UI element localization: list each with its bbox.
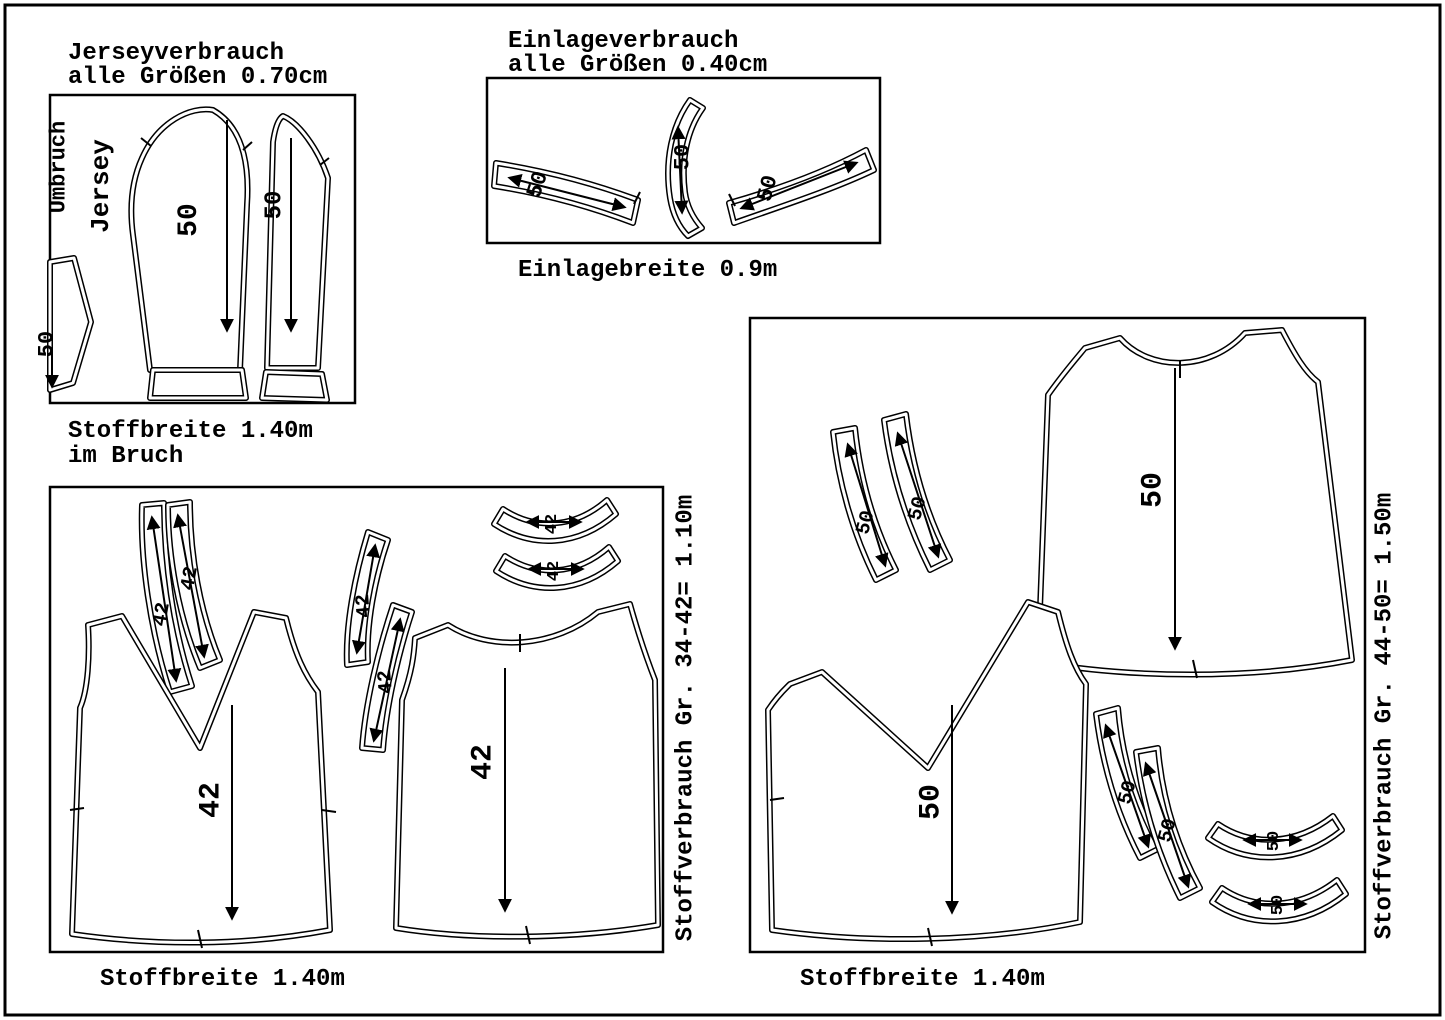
- jersey-footer-line2: im Bruch: [68, 443, 183, 470]
- size-label: 50: [1265, 831, 1284, 851]
- jersey-footer-line1: Stoffbreite 1.40m: [68, 418, 313, 445]
- grainline-arrow: [507, 173, 627, 212]
- cuff-piece: [147, 367, 249, 401]
- size-label: 42: [149, 601, 176, 629]
- size-label: 42: [352, 593, 377, 619]
- grainline-arrow: [369, 617, 405, 743]
- cuff-piece-inner-line: [148, 368, 248, 400]
- size42-side-label: Stoffverbrauch Gr. 34-42= 1.10m: [672, 495, 699, 941]
- notch-tick: [319, 157, 330, 166]
- notch-tick: [927, 927, 933, 947]
- cuff-piece: [259, 369, 330, 403]
- back-bodice-piece: [1035, 327, 1355, 678]
- front-bodice-piece: [765, 599, 1089, 943]
- size-label: 50: [261, 191, 288, 220]
- einlage-fabric-box: [485, 76, 882, 245]
- notch-tick: [69, 807, 85, 811]
- jersey-fabric-label: Jersey: [86, 139, 116, 233]
- jersey-title-line2: alle Größen 0.70cm: [68, 64, 327, 91]
- back-bodice-inner-line: [1036, 328, 1354, 676]
- size-label: 50: [35, 331, 60, 357]
- grainline-arrow: [671, 125, 689, 215]
- jersey-title-line1: Jerseyverbrauch: [68, 40, 284, 67]
- size50-side-label: Stoffverbrauch Gr. 44-50= 1.50m: [1371, 493, 1398, 939]
- notch-tick: [525, 925, 531, 945]
- size-label: 42: [543, 514, 562, 534]
- jersey-layout-group: Jerseyverbrauch alle Größen 0.70cm Umbru…: [35, 40, 357, 470]
- notch-tick: [140, 137, 152, 147]
- grainline-arrow: [351, 543, 381, 655]
- size-label: 42: [467, 744, 501, 780]
- notch-tick: [728, 193, 736, 207]
- back-bodice-piece: [393, 601, 661, 940]
- grainline-arrow: [146, 515, 182, 683]
- notch-tick: [633, 191, 641, 205]
- einlage-title-line1: Einlageverbrauch: [508, 28, 738, 55]
- front-bodice-inner-line: [70, 610, 332, 945]
- size-label: 42: [177, 565, 204, 593]
- grainline-arrow: [739, 160, 859, 211]
- grainline-arrow: [1143, 761, 1191, 889]
- size-label: 50: [1269, 895, 1288, 915]
- size50-footer: Stoffbreite 1.40m: [800, 966, 1045, 993]
- interfacing-layout-group: Einlageverbrauch alle Größen 0.40cm 50 5…: [485, 28, 882, 284]
- size50-fabric-box: [748, 316, 1367, 954]
- size-label: 42: [374, 669, 399, 695]
- notch-tick: [769, 797, 785, 801]
- size42-fabric-box: [48, 485, 665, 954]
- size42-footer: Stoffbreite 1.40m: [100, 966, 345, 993]
- back-bodice-inner-line: [394, 602, 660, 939]
- jersey-fabric-box: [48, 93, 357, 405]
- grainline-arrow: [1103, 723, 1151, 849]
- size44-50-layout-group: 50 50 50 50 50 50 50: [748, 316, 1398, 993]
- sleeve-piece-inner-line: [265, 114, 330, 370]
- grainline-arrow: [844, 442, 889, 568]
- small-edge-piece: [47, 255, 94, 393]
- sleeve-piece-inner-line: [129, 107, 250, 372]
- small-edge-piece-inner-line: [48, 256, 93, 392]
- size-label: 50: [1137, 472, 1171, 508]
- notch-tick: [321, 809, 337, 813]
- grainline-arrow: [894, 431, 942, 559]
- notch-tick: [242, 141, 253, 151]
- page-border: [3, 3, 1442, 1017]
- sleeve-piece: [128, 106, 251, 373]
- size-label: 50: [174, 203, 205, 237]
- notch-tick: [1192, 659, 1198, 679]
- facing-band-piece: [726, 147, 877, 226]
- grainline-arrow: [173, 513, 209, 659]
- cuff-piece-inner-line: [260, 370, 329, 402]
- size-label: 42: [545, 561, 564, 581]
- size34-42-layout-group: 42 42 42 42 42 42 42: [48, 485, 699, 993]
- front-bodice-inner-line: [766, 600, 1088, 941]
- einlage-footer: Einlagebreite 0.9m: [518, 257, 777, 284]
- size-label: 50: [915, 784, 949, 820]
- einlage-title-line2: alle Größen 0.40cm: [508, 52, 767, 79]
- size-label: 42: [195, 782, 229, 818]
- size-label: 50: [671, 144, 696, 170]
- notch-tick: [197, 929, 203, 949]
- umbruch-label: Umbruch: [47, 121, 72, 213]
